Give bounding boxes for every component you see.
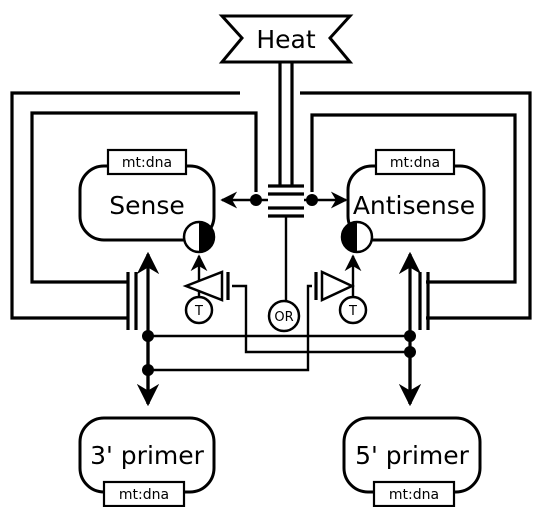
inhibitor-right-icon [148,270,355,372]
or-gate-label: OR [274,310,293,325]
right-bus [398,251,430,407]
timer-right[interactable]: T [338,254,368,325]
sense-node[interactable]: mt:dna Sense [78,148,216,242]
left-feedback-wires [10,91,258,320]
primer-3-label: 3' primer [90,441,205,470]
primer-5-label: 5' primer [355,441,470,470]
left-bus [126,251,410,407]
or-gate[interactable]: OR [267,299,301,333]
inhibitor-left-icon [182,270,410,354]
heat-node[interactable]: Heat [218,14,354,64]
heat-label: Heat [256,25,315,54]
antisense-node[interactable]: mt:dna Antisense [346,148,486,242]
heat-stem [268,62,304,302]
primer-5-node[interactable]: 5' primer mt:dna [342,416,482,507]
sense-indicator-icon [182,220,216,254]
heat-branch-arrows [220,191,348,209]
primer-3-node[interactable]: 3' primer mt:dna [78,416,216,507]
antisense-tag: mt:dna [390,155,440,171]
timer-right-label: T [348,304,357,319]
antisense-label: Antisense [353,191,475,220]
sense-label: Sense [109,191,185,220]
right-feedback-wires [300,91,532,320]
primer-3-tag: mt:dna [119,487,169,503]
antisense-indicator-icon [340,220,374,254]
sense-tag: mt:dna [122,155,172,171]
timer-left-label: T [194,304,203,319]
primer-5-tag: mt:dna [389,487,439,503]
